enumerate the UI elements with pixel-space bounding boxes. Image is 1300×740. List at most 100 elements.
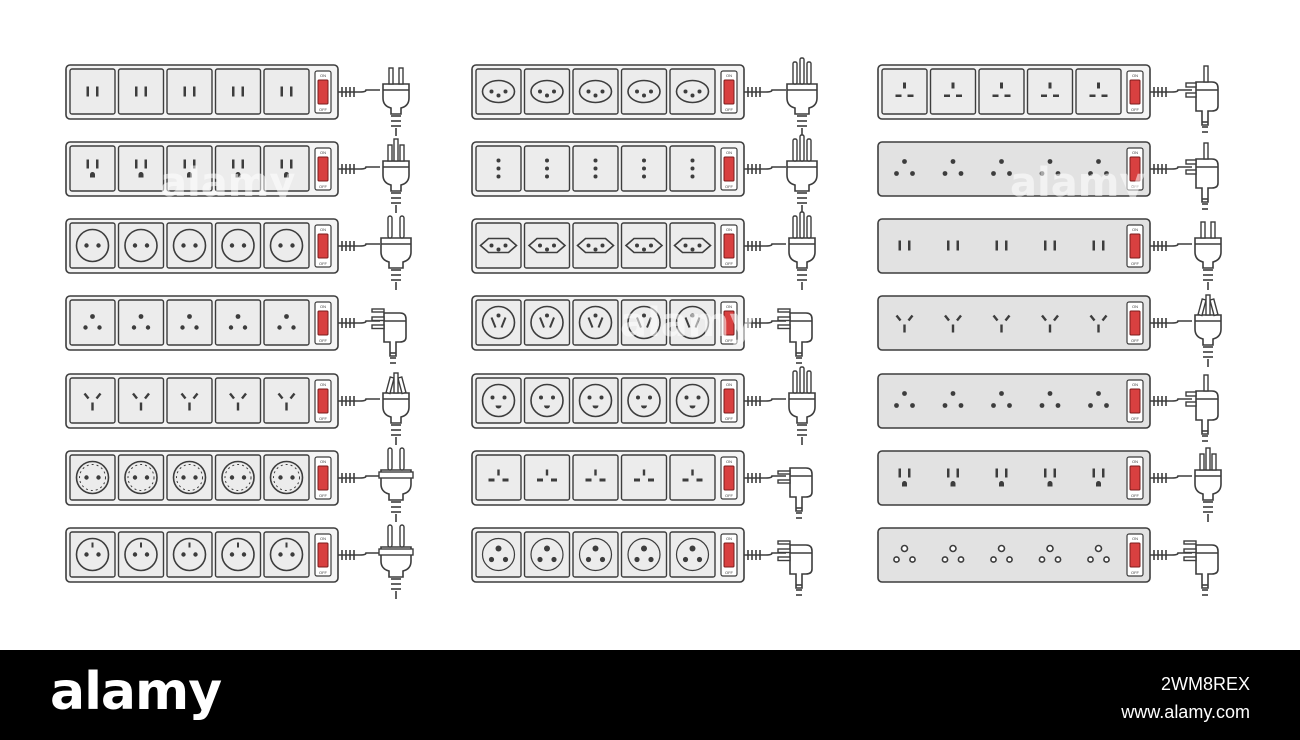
socket [1038,544,1062,563]
socket [117,222,165,269]
power-strip: ON OFF [65,372,410,445]
socket [572,145,619,192]
socket [991,159,1012,176]
socket [69,377,116,424]
socket [263,454,310,501]
socket [263,531,310,578]
socket [475,299,522,346]
switch-off-label: OFF [725,184,734,189]
socket [895,314,914,333]
switch-off-label: OFF [725,570,734,575]
socket [894,159,915,176]
socket [475,145,522,192]
socket [117,299,165,346]
socket [620,531,668,578]
socket [1041,314,1059,333]
socket [1087,544,1110,563]
switch-on-label: ON [1132,536,1138,541]
socket [69,68,116,115]
socket [214,68,262,115]
socket [947,240,959,251]
socket [990,544,1013,563]
socket [117,454,165,501]
plug-icon [380,215,412,290]
socket [1088,159,1109,176]
switch-on-label: ON [1132,73,1138,78]
switch-on-label: ON [726,382,732,387]
socket [942,391,964,408]
socket [166,222,213,269]
switch-on-label: ON [1132,382,1138,387]
socket [669,531,716,578]
power-switch[interactable]: ON OFF [720,379,738,423]
socket [69,222,116,269]
switch-off-label: OFF [725,338,734,343]
socket [992,314,1011,333]
socket [69,531,116,578]
site-url: www.alamy.com [1121,702,1250,722]
plug-icon [786,57,818,136]
plug-icon [777,540,813,596]
socket [620,454,668,501]
socket [69,299,116,346]
switch-on-label: ON [320,536,326,541]
socket [117,377,165,424]
switch-off-label: OFF [319,261,328,266]
socket [523,377,571,424]
switch-on-label: ON [320,382,326,387]
socket [1039,391,1061,408]
socket [620,68,668,115]
socket [991,391,1012,408]
socket [475,68,522,115]
socket [523,454,571,501]
power-switch[interactable]: ON OFF [314,379,332,423]
socket [669,299,716,346]
socket [214,531,262,578]
image-id: 2WM8REX [1160,674,1250,694]
plug-icon [777,308,813,364]
switch-on-label: ON [726,227,732,232]
switch-off-label: OFF [319,570,328,575]
switch-off-label: OFF [725,493,734,498]
socket [669,222,716,269]
switch-off-label: OFF [1131,261,1140,266]
power-switch[interactable]: ON OFF [314,533,332,577]
switch-off-label: OFF [725,416,734,421]
socket [944,314,962,333]
switch-off-label: OFF [319,416,328,421]
plug-icon [382,138,410,213]
socket [929,68,977,115]
plug-icon [378,447,414,522]
socket [572,299,619,346]
socket [898,240,911,251]
